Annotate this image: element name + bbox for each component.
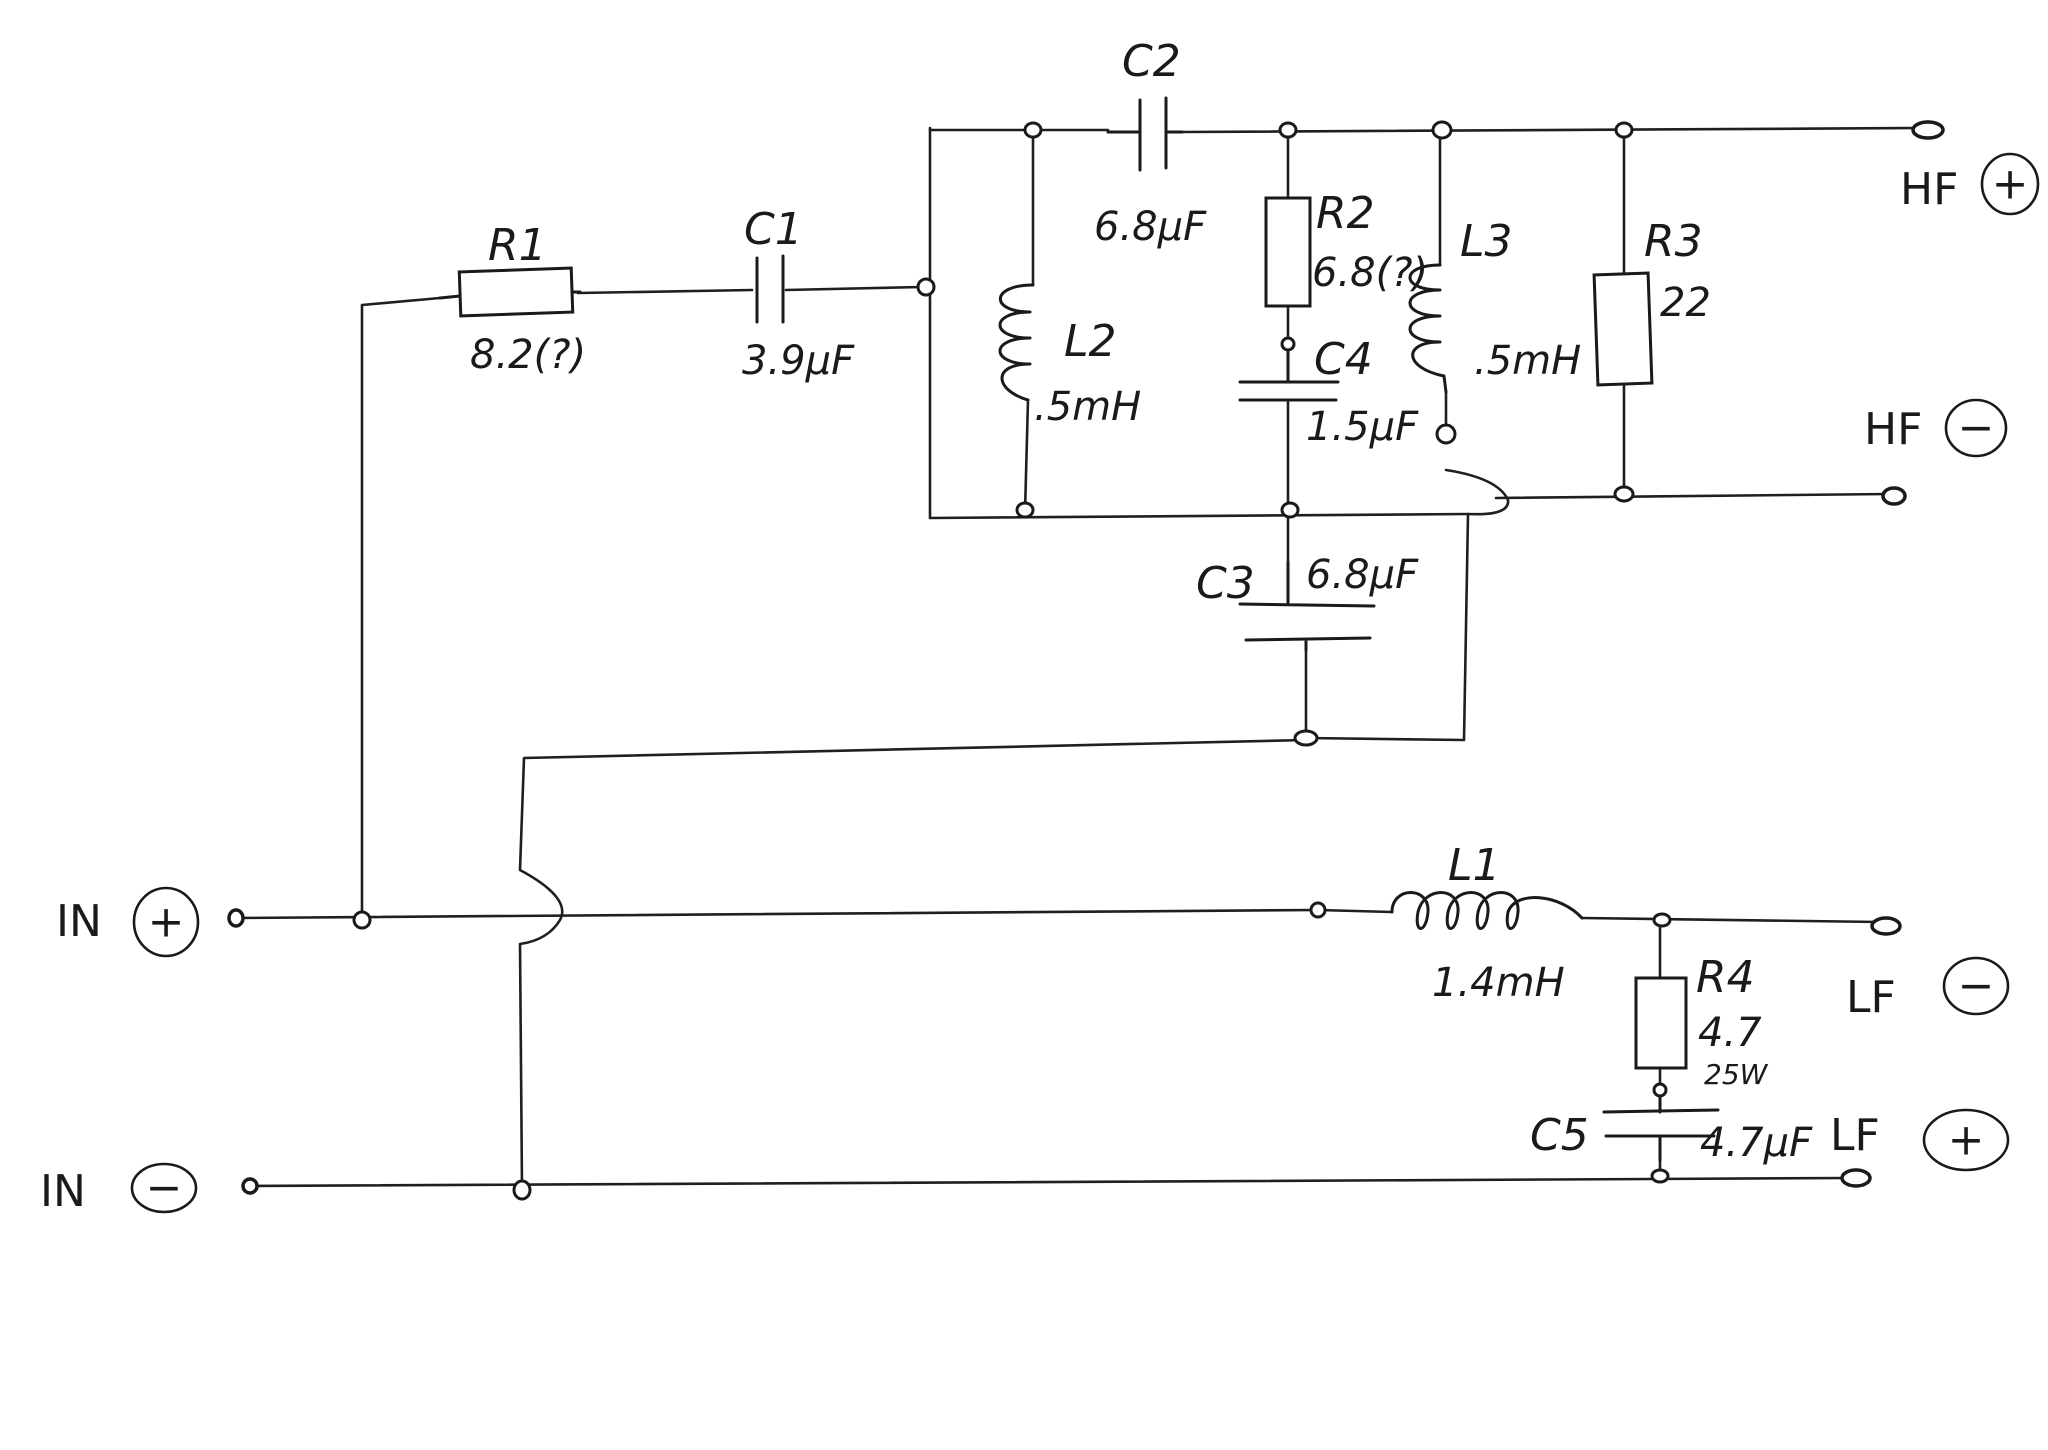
c3-label: C3	[1196, 558, 1255, 609]
terminal-lf-minus-sign: −	[1958, 961, 1995, 1012]
r3-value: 22	[1660, 280, 1711, 326]
capacitor-c5	[1602, 1088, 1720, 1162]
c3-value: 6.8µF	[1306, 552, 1419, 598]
terminal-in-plus-label: IN	[56, 896, 102, 947]
l2-value: .5mH	[1034, 384, 1141, 430]
capacitor-c3	[1238, 560, 1376, 652]
wire-hf-bottom-right	[1494, 492, 1892, 500]
l2-label: L2	[1064, 316, 1117, 367]
wire-in-minus-line	[248, 1176, 1852, 1188]
resistor-r4	[1634, 976, 1688, 1070]
terminal-in-plus: IN +	[56, 886, 245, 958]
junction-nodes	[352, 120, 1672, 1201]
wire-hf-return	[518, 738, 1308, 1190]
inductor-l2	[998, 283, 1035, 402]
c5-label: C5	[1530, 1110, 1589, 1161]
terminal-lf-plus: LF +	[1830, 1108, 2010, 1188]
resistor-r3	[1592, 271, 1654, 387]
l1-label: L1	[1448, 840, 1501, 891]
r2-label: R2	[1316, 188, 1375, 239]
terminal-lf-minus: LF −	[1846, 916, 2010, 1023]
terminal-hf-minus: HF −	[1864, 398, 2008, 506]
c2-label: C2	[1122, 36, 1181, 87]
wire-in-plus-line	[234, 908, 1320, 920]
terminal-lf-plus-sign: +	[1948, 1115, 1985, 1166]
c2-value: 6.8µF	[1094, 204, 1207, 250]
terminal-hf-minus-label: HF	[1864, 404, 1922, 455]
r4-label: R4	[1696, 952, 1755, 1003]
wire-hf-top-rail	[928, 126, 1924, 134]
terminal-in-minus: IN −	[40, 1163, 259, 1217]
wire-l2-branch	[1023, 128, 1035, 514]
resistor-r1	[438, 266, 582, 318]
c1-value: 3.9µF	[742, 338, 855, 384]
r1-value: 8.2(?)	[470, 332, 586, 378]
r2-value: 6.8(?)	[1312, 250, 1428, 296]
r1-label: R1	[488, 220, 547, 271]
c4-label: C4	[1314, 334, 1373, 385]
terminal-hf-plus-label: HF	[1900, 164, 1958, 215]
terminal-hf-plus-sign: +	[1992, 159, 2029, 210]
r4-rating: 25W	[1704, 1058, 1769, 1091]
l3-value: .5mH	[1474, 338, 1581, 384]
c4-value: 1.5µF	[1306, 404, 1419, 450]
terminal-lf-plus-label: LF	[1830, 1110, 1880, 1161]
capacitor-c2	[1106, 96, 1184, 172]
resistor-r2	[1264, 196, 1312, 308]
terminal-in-plus-sign: +	[148, 897, 185, 948]
inductor-l1	[1390, 891, 1584, 930]
l1-value: 1.4mH	[1432, 960, 1565, 1006]
r4-value: 4.7	[1698, 1010, 1762, 1056]
inductor-l3	[1408, 263, 1448, 394]
wires	[234, 126, 1924, 1190]
wire-l1-lf-minus	[1316, 908, 1882, 924]
c1-label: C1	[744, 204, 803, 255]
terminal-hf-plus: HF +	[1900, 120, 2040, 216]
component-labels: R1 8.2(?) C1 3.9µF C2 6.8µF L2 .5mH R2 6…	[470, 36, 1813, 1166]
c5-value: 4.7µF	[1700, 1120, 1813, 1166]
wire-r1-c1	[360, 285, 924, 922]
wire-r2-c4-c3-branch	[1286, 128, 1308, 740]
capacitor-c1	[755, 254, 785, 324]
wire-hf-bottom-left	[928, 126, 1470, 520]
terminal-in-minus-label: IN	[40, 1166, 86, 1217]
r3-label: R3	[1644, 216, 1703, 267]
terminal-in-minus-sign: −	[146, 1163, 183, 1214]
wire-l3-branch	[1304, 128, 1510, 742]
terminal-lf-minus-label: LF	[1846, 972, 1896, 1023]
l3-label: L3	[1460, 216, 1513, 267]
terminal-hf-minus-sign: −	[1958, 403, 1995, 454]
